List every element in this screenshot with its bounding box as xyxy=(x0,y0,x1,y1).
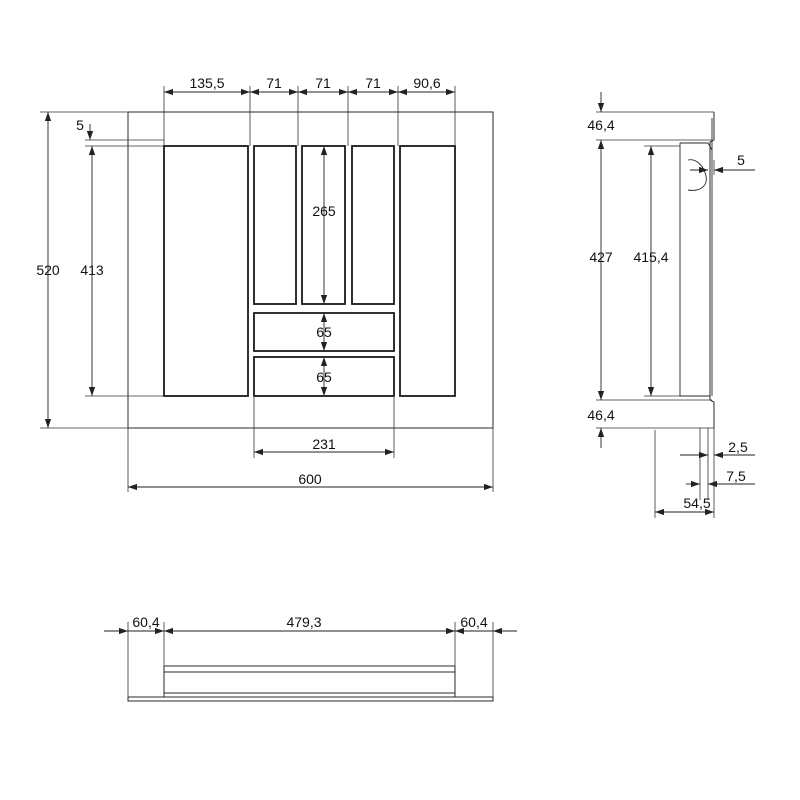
label-col-2: 71 xyxy=(266,75,282,91)
front-view: 60,4 479,3 60,4 xyxy=(104,614,517,702)
label-col-5: 90,6 xyxy=(413,75,440,91)
label-col-4: 71 xyxy=(365,75,381,91)
label-outer-height: 427 xyxy=(589,249,613,265)
side-profile-hook xyxy=(687,159,707,191)
side-profile-top-lip xyxy=(680,142,713,151)
label-tray-1: 65 xyxy=(316,324,332,340)
tray-outline xyxy=(127,111,494,429)
label-inner-depth: 413 xyxy=(80,262,104,278)
label-right-margin: 60,4 xyxy=(460,614,487,630)
front-base-plate xyxy=(127,696,494,702)
label-wall-thickness: 2,5 xyxy=(728,439,748,455)
label-top-margin: 46,4 xyxy=(587,117,614,133)
label-step: 7,5 xyxy=(726,468,746,484)
compartment-4 xyxy=(351,145,395,305)
label-col-1: 135,5 xyxy=(189,75,224,91)
top-view: 135,5 71 71 71 90,6 520 413 5 265 65 65 … xyxy=(36,75,494,492)
label-overall-depth: 520 xyxy=(36,262,60,278)
side-profile-outer xyxy=(709,112,715,428)
side-view: 46,4 427 46,4 415,4 5 2,5 7,5 54,5 xyxy=(587,92,755,518)
front-view-extension-lines xyxy=(127,622,494,697)
compartment-2 xyxy=(253,145,297,305)
label-tray-width: 231 xyxy=(312,436,336,452)
label-bottom-margin: 46,4 xyxy=(587,407,614,423)
side-profile-wall xyxy=(679,143,710,397)
label-slot-length: 265 xyxy=(312,203,336,219)
label-wall-offset: 5 xyxy=(76,117,84,133)
label-total-depth: 54,5 xyxy=(683,495,710,511)
front-body xyxy=(163,665,456,697)
label-col-3: 71 xyxy=(315,75,331,91)
label-overall-width: 600 xyxy=(298,471,322,487)
compartment-1 xyxy=(163,145,249,397)
label-center-width: 479,3 xyxy=(286,614,321,630)
label-tray-2: 65 xyxy=(316,369,332,385)
side-view-extension-lines xyxy=(596,111,715,518)
label-left-margin: 60,4 xyxy=(132,614,159,630)
label-inner-height: 415,4 xyxy=(633,249,668,265)
compartment-5 xyxy=(399,145,456,397)
top-view-extension-lines xyxy=(40,86,494,492)
compartment-3 xyxy=(301,145,346,305)
label-lip: 5 xyxy=(737,152,745,168)
